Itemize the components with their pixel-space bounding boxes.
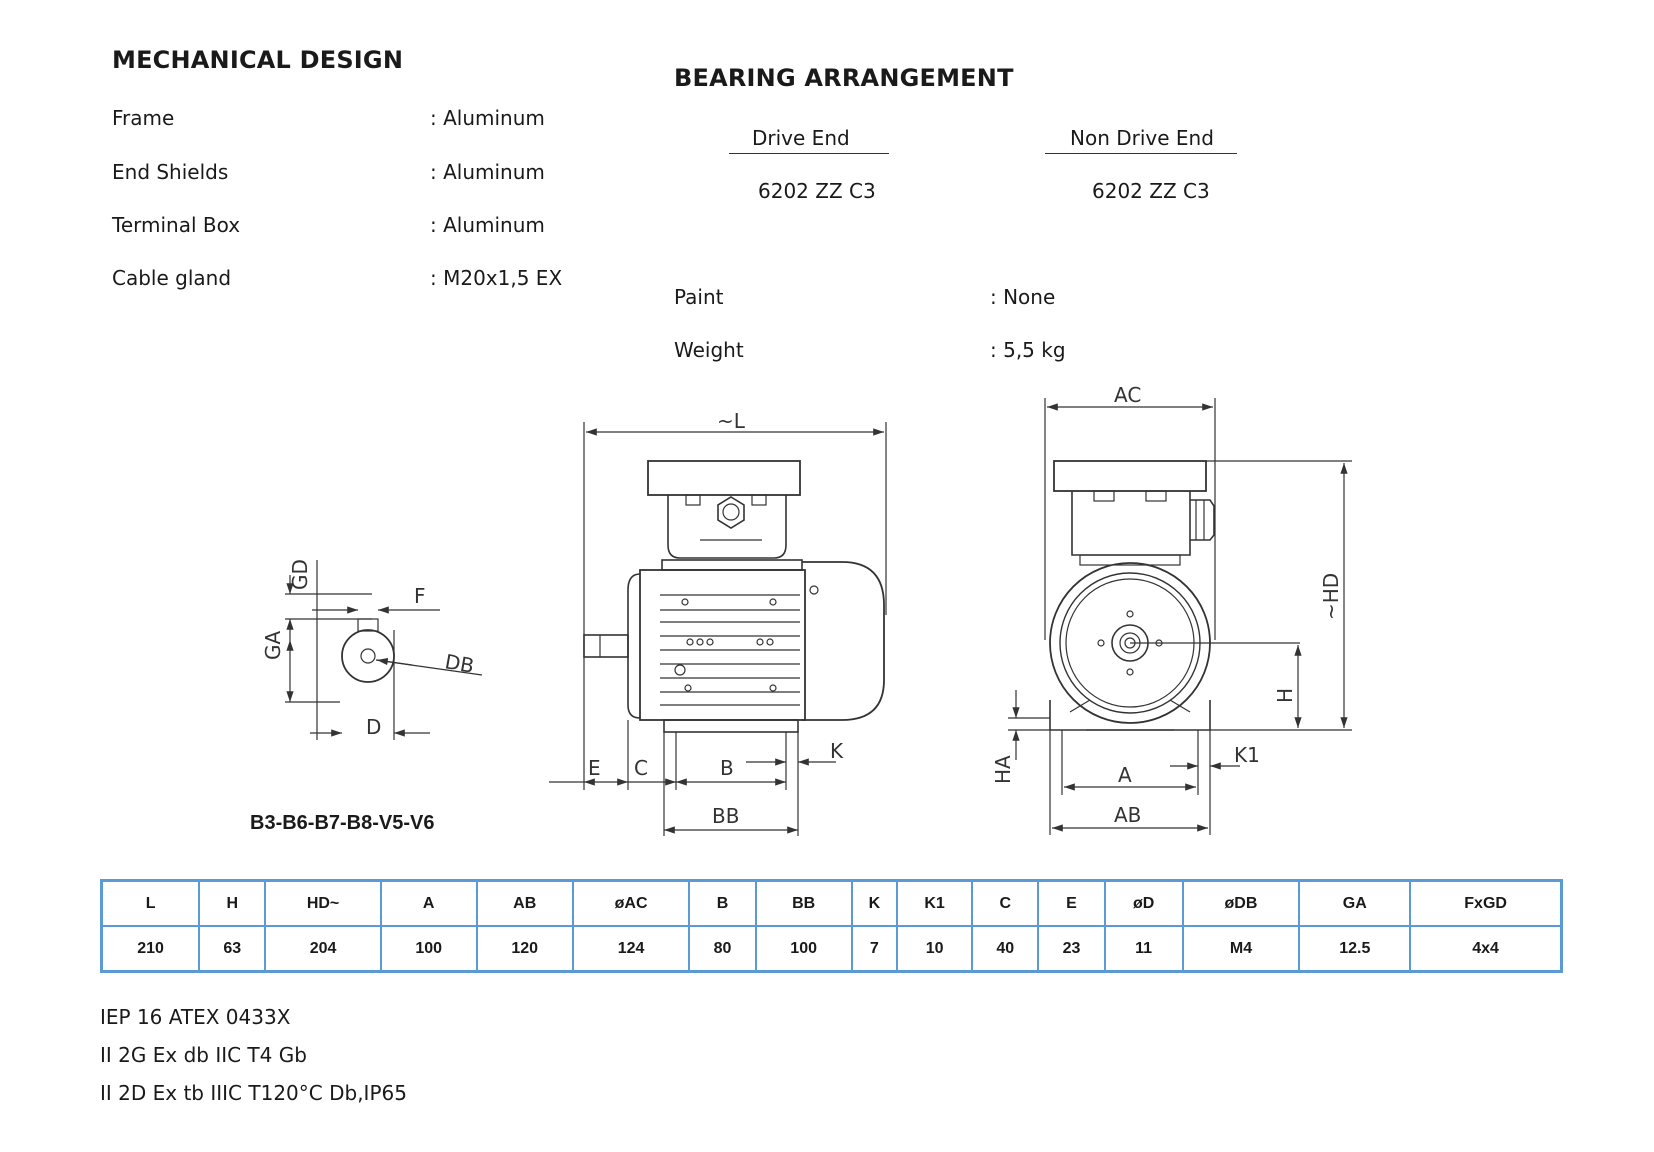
table-header-cell: K1 xyxy=(896,879,974,927)
table-value-cell: 63 xyxy=(198,925,267,973)
table-value-cell: 120 xyxy=(475,925,574,973)
dim-label-a: A xyxy=(1118,763,1132,787)
dim-label-db: DB xyxy=(443,649,476,678)
dim-label-ga: GA xyxy=(261,631,285,660)
table-value-cell: 7 xyxy=(850,925,899,973)
table-header-cell: BB xyxy=(754,879,853,927)
cert-dust: II 2D Ex tb IIIC T120°C Db,IP65 xyxy=(100,1081,407,1105)
dim-label-h: H xyxy=(1273,688,1297,703)
dim-label-b: B xyxy=(720,756,734,780)
table-header-cell: H xyxy=(198,879,267,927)
dim-label-f: F xyxy=(414,584,426,608)
table-header-cell: L xyxy=(100,879,201,927)
terminal-box-value: : Aluminum xyxy=(430,213,545,237)
table-value-cell: 210 xyxy=(100,925,201,973)
dim-label-l: ~L xyxy=(717,409,746,433)
table-header-cell: K xyxy=(850,879,899,927)
drive-end-value: 6202 ZZ C3 xyxy=(758,179,876,203)
dim-label-k: K xyxy=(830,739,844,763)
dim-label-e: E xyxy=(588,756,601,780)
drive-end-underline xyxy=(729,153,889,154)
drive-end-label: Drive End xyxy=(752,126,850,150)
table-value-cell: M4 xyxy=(1181,925,1301,973)
table-value-cell: 100 xyxy=(379,925,478,973)
dim-label-gd: GD xyxy=(288,559,312,590)
table-header-cell: HD~ xyxy=(264,879,382,927)
cable-gland-value: : M20x1,5 EX xyxy=(430,266,563,290)
cert-gas: II 2G Ex db IIC T4 Gb xyxy=(100,1043,307,1067)
dim-label-ha: HA xyxy=(991,755,1015,784)
paint-label: Paint xyxy=(674,285,724,309)
table-value-cell: 40 xyxy=(971,925,1040,973)
dim-label-bb: BB xyxy=(712,804,739,828)
table-header-cell: GA xyxy=(1298,879,1412,927)
frame-value: : Aluminum xyxy=(430,106,545,130)
table-header-cell: øDB xyxy=(1181,879,1301,927)
table-header-cell: B xyxy=(688,879,757,927)
table-value-cell: 23 xyxy=(1037,925,1106,973)
cert-atex: IEP 16 ATEX 0433X xyxy=(100,1005,291,1029)
dim-label-c: C xyxy=(634,756,648,780)
end-shields-label: End Shields xyxy=(112,160,229,184)
cable-gland-label: Cable gland xyxy=(112,266,232,290)
table-header-cell: FxGD xyxy=(1409,879,1563,927)
bearing-arrangement-title: BEARING ARRANGEMENT xyxy=(674,64,1014,92)
table-value-cell: 124 xyxy=(571,925,691,973)
mechanical-design-title: MECHANICAL DESIGN xyxy=(112,46,404,74)
table-value-cell: 100 xyxy=(754,925,853,973)
dim-label-ab: AB xyxy=(1114,803,1141,827)
non-drive-end-value: 6202 ZZ C3 xyxy=(1092,179,1210,203)
weight-label: Weight xyxy=(674,338,744,362)
frame-label: Frame xyxy=(112,106,175,130)
table-header-cell: E xyxy=(1037,879,1106,927)
table-value-cell: 204 xyxy=(264,925,382,973)
table-header-cell: øAC xyxy=(571,879,691,927)
table-header-cell: C xyxy=(971,879,1040,927)
end-shields-value: : Aluminum xyxy=(430,160,545,184)
table-value-cell: 4x4 xyxy=(1409,925,1563,973)
table-value-cell: 80 xyxy=(688,925,757,973)
motor-front-view xyxy=(1008,398,1352,835)
terminal-box-label: Terminal Box xyxy=(112,213,241,237)
motor-dimension-drawing: GD F GA DB D ~L E C B K BB AC ~HD H HA A… xyxy=(261,383,1352,836)
table-value-cell: 12.5 xyxy=(1298,925,1412,973)
dim-label-hd: ~HD xyxy=(1319,573,1343,620)
table-value-cell: 11 xyxy=(1103,925,1184,973)
weight-value: : 5,5 kg xyxy=(990,338,1066,362)
table-header-cell: øD xyxy=(1103,879,1184,927)
table-header-cell: A xyxy=(379,879,478,927)
table-value-cell: 10 xyxy=(896,925,974,973)
paint-value: : None xyxy=(990,285,1056,309)
dim-label-k1: K1 xyxy=(1234,743,1260,767)
table-header-cell: AB xyxy=(475,879,574,927)
mounting-code: B3-B6-B7-B8-V5-V6 xyxy=(250,812,435,834)
dim-label-d: D xyxy=(366,715,381,739)
non-drive-end-label: Non Drive End xyxy=(1070,126,1214,150)
non-drive-end-underline xyxy=(1045,153,1237,154)
cooling-fins xyxy=(660,594,800,706)
motor-side-view xyxy=(549,422,887,836)
shaft-detail-view xyxy=(285,560,483,740)
dim-label-ac: AC xyxy=(1114,383,1141,407)
